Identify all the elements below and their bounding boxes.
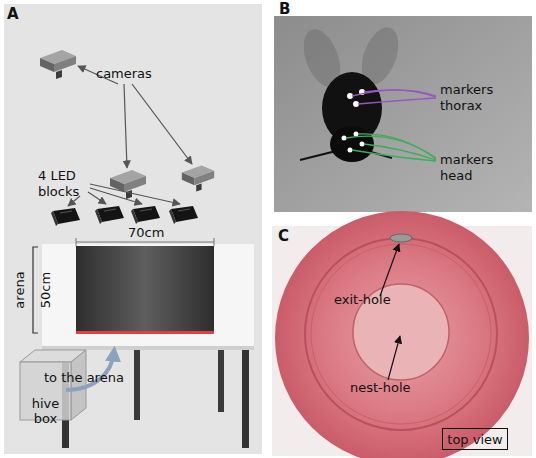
panel-letter: B	[279, 1, 299, 17]
leader-arrow	[90, 184, 180, 204]
hive-box: hive box	[20, 396, 71, 426]
node-text: hive box	[20, 396, 71, 426]
leader-line	[358, 134, 436, 159]
annotation-label: 4 LED blocks	[38, 168, 90, 200]
annotation-label: cameras	[96, 66, 166, 82]
led-block	[169, 206, 198, 224]
leader-arrow	[388, 336, 400, 380]
photo-background	[274, 16, 532, 212]
led-block	[95, 206, 124, 224]
dimension-tick	[76, 238, 77, 246]
leader-arrow	[88, 192, 106, 204]
marker-dot	[342, 136, 347, 141]
arena-rim	[76, 331, 214, 334]
panel-background	[4, 4, 262, 454]
camera	[182, 165, 214, 191]
camera	[40, 50, 76, 79]
annotation-label: markers head	[440, 152, 504, 184]
marker-dot	[360, 142, 365, 147]
inset-label-box: top view	[442, 428, 508, 450]
annotation-label: arena	[12, 264, 28, 316]
annotation-label: markers thorax	[440, 82, 504, 114]
leader-line	[364, 90, 436, 97]
annotation-label: 50cm	[38, 264, 54, 316]
marker-dot	[348, 148, 353, 153]
leader-line	[346, 136, 436, 158]
annotation-label: 70cm	[128, 225, 178, 241]
leader-line	[352, 90, 436, 96]
led-block	[131, 206, 160, 224]
annotation-label: nest-hole	[350, 380, 430, 396]
dimension-tick	[214, 238, 215, 246]
dimension-line	[76, 242, 214, 243]
dimension-bracket	[33, 247, 38, 333]
annotation-label: exit-hole	[334, 292, 414, 308]
leader-arrow	[132, 84, 192, 164]
leader-arrow	[124, 84, 127, 168]
arena-floor	[275, 211, 529, 458]
arena-cylinder	[76, 246, 214, 334]
node-text: top view	[447, 432, 502, 447]
panel-letter: A	[7, 6, 27, 22]
leader-arrow	[380, 244, 399, 296]
leader-arrow	[90, 188, 142, 204]
table-leg	[134, 350, 140, 420]
exit-hole-symbol	[390, 234, 412, 242]
leader-line	[358, 98, 436, 104]
table-top	[42, 244, 254, 348]
table-leg	[242, 350, 249, 448]
table-edge	[42, 346, 254, 350]
marker-dot	[354, 132, 359, 137]
panel-letter: C	[278, 228, 298, 244]
led-block	[51, 208, 80, 226]
floor-ring	[311, 244, 491, 424]
leader-line	[352, 150, 436, 161]
annotation-label: to the arena	[44, 370, 128, 386]
table-leg	[218, 350, 224, 412]
floor-ring	[305, 238, 497, 430]
